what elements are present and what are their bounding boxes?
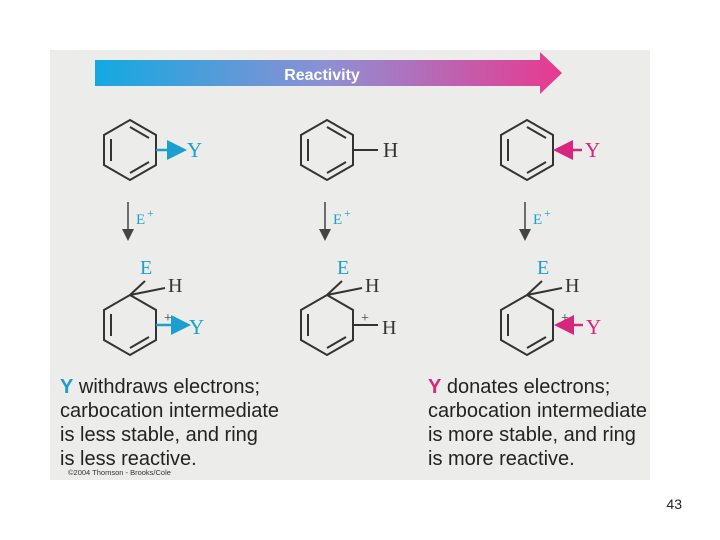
charge-label: + — [361, 311, 369, 326]
svg-text:E: E — [333, 212, 342, 228]
substituent-label: Y — [585, 138, 600, 162]
caption-donating: Y donates electrons; carbocation interme… — [428, 376, 648, 470]
charge-label: + — [561, 311, 569, 326]
reactivity-figure: Reactivity Y H Y — [50, 50, 650, 480]
intermediate-withdrawing — [103, 280, 191, 357]
hydrogen-label: H — [565, 275, 579, 297]
page-number: 43 — [666, 496, 682, 512]
electrophile-label: E — [140, 257, 152, 279]
svg-text:+: + — [344, 206, 351, 220]
charge-label: + — [164, 311, 172, 326]
electrophile-label: E — [337, 257, 349, 279]
svg-text:E: E — [136, 212, 145, 228]
substituent-label: Y — [187, 138, 202, 162]
hydrogen-label: H — [382, 317, 396, 339]
intermediate-benzene — [300, 280, 378, 357]
substituent-label: Y — [586, 315, 601, 339]
electrophile-label: E — [537, 257, 549, 279]
reactivity-arrow: Reactivity — [95, 52, 562, 94]
caption-symbol: Y — [60, 376, 74, 398]
hydrogen-label: H — [383, 138, 398, 162]
reactant-withdrawing — [103, 118, 187, 182]
svg-text:+: + — [147, 206, 154, 220]
copyright-notice: ©2004 Thomson - Brooks/Cole — [68, 468, 171, 477]
reaction-arrow: E + — [319, 202, 351, 241]
svg-text:E: E — [533, 212, 542, 228]
reactant-benzene — [300, 118, 378, 182]
reactivity-label: Reactivity — [284, 67, 360, 84]
substituent-label: Y — [189, 315, 204, 339]
reaction-arrow: E + — [122, 202, 154, 241]
caption-withdrawing: Y withdraws electrons; carbocation inter… — [60, 376, 280, 470]
mechanism-diagram: Reactivity Y H Y — [95, 52, 601, 357]
svg-text:+: + — [544, 206, 551, 220]
hydrogen-label: H — [365, 275, 379, 297]
caption-symbol: Y — [428, 376, 442, 398]
reaction-arrow: E + — [519, 202, 551, 241]
intermediate-donating — [500, 280, 583, 357]
reactant-donating — [500, 118, 582, 182]
hydrogen-label: H — [168, 275, 182, 297]
